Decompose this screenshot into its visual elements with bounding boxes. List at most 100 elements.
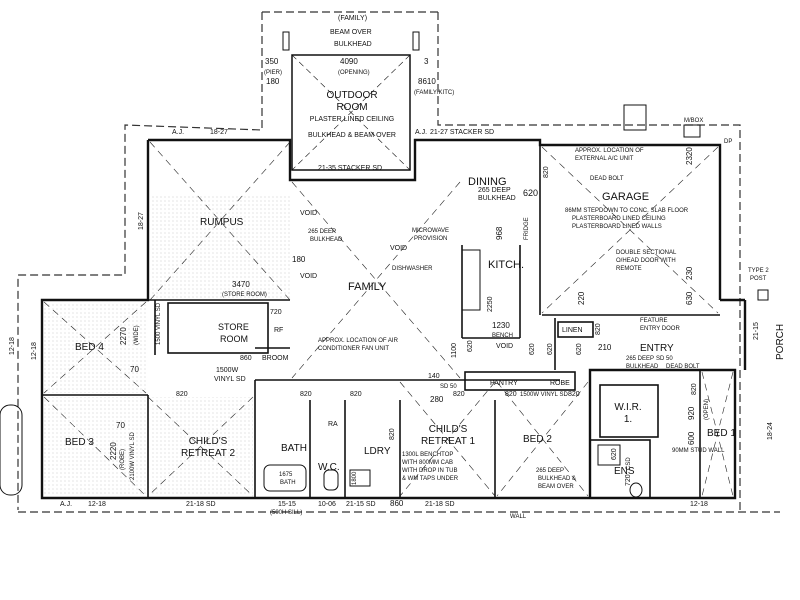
- rf-note: RF: [274, 327, 283, 334]
- garage-note-1: 86MM STEPDOWN TO CONC. SLAB FLOOR: [565, 208, 689, 214]
- wall-note: WALL: [510, 514, 527, 520]
- dim-230: 230: [685, 266, 694, 280]
- feature-door-1: FEATURE: [640, 318, 668, 324]
- dim-600: 600: [687, 431, 696, 445]
- dim-820-b: 820: [300, 391, 312, 398]
- roofline-dashed: [17, 11, 780, 513]
- ldry-label: LDRY: [364, 446, 391, 457]
- window-15-15: 15-15: [278, 501, 296, 508]
- void-3: VOID: [390, 245, 407, 252]
- dim-3: 3: [424, 57, 429, 66]
- window-21-18-sd-2: 21-18 SD: [425, 501, 455, 508]
- dim-180: 180: [266, 77, 280, 86]
- dim-820-f: 820: [568, 391, 580, 398]
- aj-top-left: A.J.: [172, 129, 184, 136]
- microwave-note-1: MICROWAVE: [412, 228, 449, 234]
- dim-1100: 1100: [451, 343, 458, 358]
- dim-1800: 1800: [352, 471, 358, 485]
- dim-720b: 720: [625, 474, 632, 486]
- window-12-18-leftv: 12-18: [31, 342, 38, 360]
- dim-820-a: 820: [176, 391, 188, 398]
- garage-label: GARAGE: [602, 191, 649, 203]
- outdoor-ceiling-label: PLASTER LINED CEILING: [310, 116, 394, 123]
- dim-820-i: 820: [691, 383, 698, 395]
- window-21-18-sd: 21-18 SD: [186, 501, 216, 508]
- porch-label: PORCH: [775, 324, 786, 360]
- dim-280: 280: [430, 395, 444, 404]
- dim-820-h: 820: [595, 323, 602, 335]
- dim-180: 180: [292, 255, 306, 264]
- aj-top-mid: A.J.: [415, 129, 427, 136]
- dim-2320: 2320: [685, 147, 694, 165]
- air-con-note-1: APPROX. LOCATION OF AIR: [318, 338, 399, 344]
- garage-door-1: DOUBLE SECTIONAL: [616, 250, 677, 256]
- open-note: (OPEN): [704, 399, 710, 420]
- dim-620-b: 620: [547, 343, 554, 355]
- vinyl-2100: 2100W VINYL SD: [130, 432, 136, 480]
- sd-50b: SD 50: [656, 356, 673, 362]
- vinyl-1500w: 1500W: [216, 367, 239, 374]
- kitch-label: KITCH.: [488, 259, 524, 271]
- dim-220: 220: [577, 291, 586, 305]
- garage-door-3: REMOTE: [616, 266, 642, 272]
- dim-140: 140: [428, 373, 440, 380]
- dim-820-j: 820: [389, 428, 396, 440]
- stacker-outdoor: 21-35 STACKER SD: [318, 165, 382, 172]
- dim-860b: 860: [390, 499, 404, 508]
- entry-deadbolt: DEAD BOLT: [666, 364, 700, 370]
- sd-50: SD 50: [440, 384, 457, 390]
- dim-968: 968: [495, 226, 504, 240]
- aj-bottom: A.J.: [60, 501, 72, 508]
- window-21-15: 21-15: [753, 322, 760, 340]
- window-21-15-sd: 21-15 SD: [346, 501, 376, 508]
- window-18-27-left: 18-27: [138, 212, 145, 230]
- rumpus-label: RUMPUS: [200, 217, 244, 228]
- vinyl-sd-1500: 1500W VINYL SD: [520, 392, 568, 398]
- dp-note: DP: [724, 139, 732, 145]
- pier-note: (PIER): [264, 70, 282, 76]
- dim-70b: 70: [116, 421, 125, 430]
- dim-2270: 2270: [119, 327, 128, 345]
- store-room-label-2: ROOM: [220, 334, 248, 344]
- csd-note: CSD: [626, 457, 632, 470]
- bed2-label: BED 2: [523, 434, 552, 445]
- dim-630: 630: [685, 291, 694, 305]
- bench-kitch: BENCH: [492, 333, 513, 339]
- childs-retreat-1-label-2: RETREAT 1: [421, 436, 476, 447]
- linen-label: LINEN: [562, 327, 583, 334]
- outdoor-room-label-2: ROOM: [336, 102, 367, 113]
- dining-label: DINING: [468, 176, 507, 188]
- void-1: VOID: [300, 210, 317, 217]
- window-18-24: 18-24: [767, 422, 774, 440]
- store-room-label: STORE: [218, 322, 249, 332]
- pantry-label: PANTRY: [490, 380, 518, 387]
- fridge-note: FRIDGE: [524, 217, 530, 240]
- bath-fixture-label: BATH: [280, 480, 296, 486]
- ac-unit-note-1: APPROX. LOCATION OF: [575, 148, 644, 154]
- childs-retreat-2-label: CHILD'S: [189, 436, 228, 447]
- robe-note: (ROBE): [120, 449, 126, 470]
- room-labels: OUTDOOR ROOM PLASTER LINED CEILING DININ…: [65, 90, 786, 477]
- dim-720: 720: [270, 309, 282, 316]
- family-top-note: (FAMILY): [338, 15, 367, 22]
- garage-note-3: PLASTERBOARD LINED WALLS: [572, 224, 662, 230]
- bath-1675: 1675: [279, 472, 293, 478]
- dim-860: 860: [240, 355, 252, 362]
- air-con-note-2: CONDITIONER FAN UNIT: [318, 346, 389, 352]
- dim-210: 210: [598, 343, 612, 352]
- ldry-bench-3: WITH DROP IN TUB: [402, 468, 457, 474]
- dim-2250: 2250: [487, 296, 494, 312]
- feature-door-2: ENTRY DOOR: [640, 326, 680, 332]
- mbox-note: M/BOX: [684, 118, 703, 124]
- window-10-06: 10-06: [318, 501, 336, 508]
- entry-label: ENTRY: [640, 343, 674, 354]
- stacker-top: 21-27 STACKER SD: [430, 129, 494, 136]
- stud-wall-note: 90MM STUD WALL: [672, 448, 725, 454]
- ldry-bench-4: & WM TAPS UNDER: [402, 476, 459, 482]
- ens-bulkhead-1: 265 DEEP: [536, 468, 564, 474]
- broom-label: BROOM: [262, 355, 289, 362]
- vinyl-sd: VINYL SD: [214, 376, 246, 383]
- childs-retreat-1-label: CHILD'S: [429, 424, 468, 435]
- dim-3470: 3470: [232, 280, 250, 289]
